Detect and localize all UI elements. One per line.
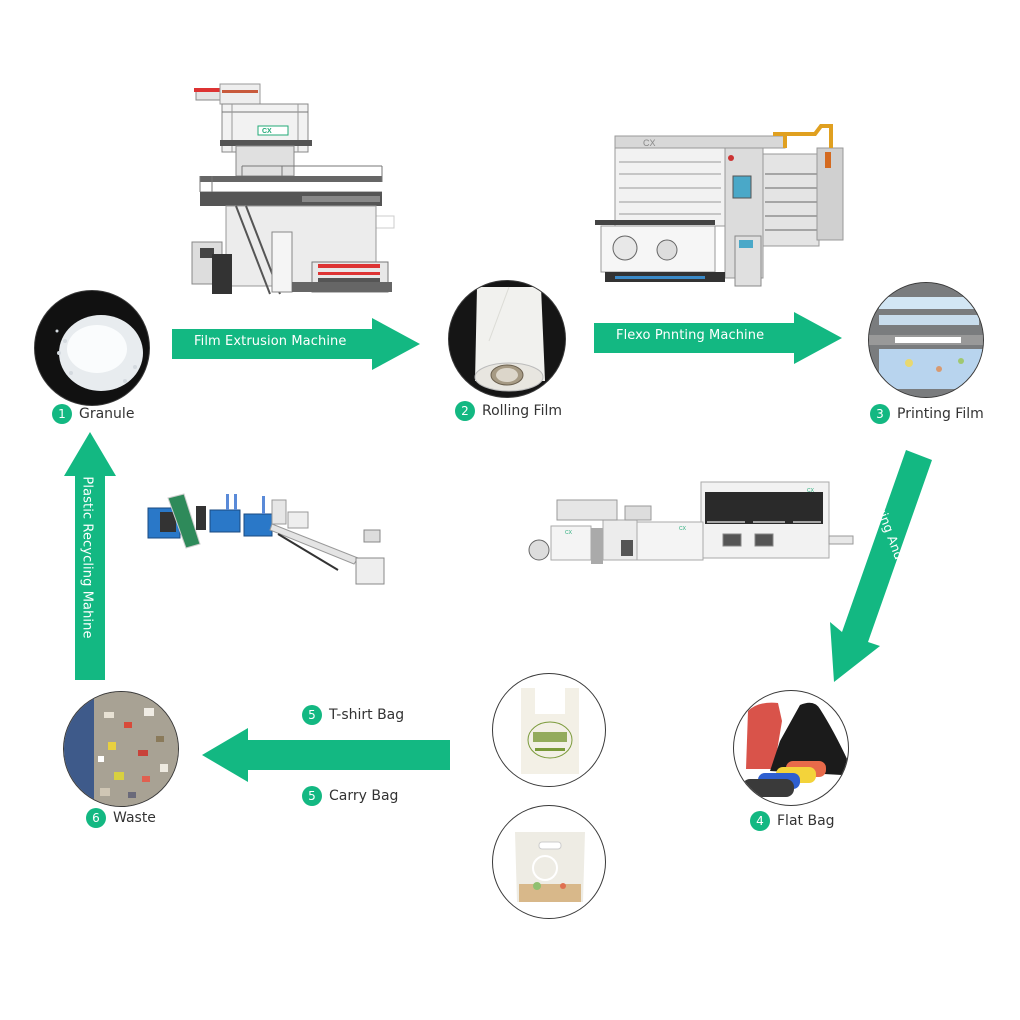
arrow-shape: [64, 432, 116, 680]
rolling-film-image: [448, 280, 566, 398]
stage-name: Printing Film: [897, 406, 984, 422]
flat-bag-image: [733, 690, 849, 806]
svg-text:CX: CX: [643, 138, 656, 148]
flexo-printing-arrow: Flexo Pnnting Machine: [594, 312, 842, 364]
stage-number-badge: 4: [750, 811, 770, 831]
waste-image: [63, 691, 179, 807]
stage-name: T-shirt Bag: [329, 707, 405, 723]
arrow-shape: [172, 318, 420, 370]
recycling-label: Plastic Recycling Mahine: [79, 476, 95, 639]
stage-label-waste: 6 Waste: [86, 808, 156, 828]
stage-label-granule: 1 Granule: [52, 404, 134, 424]
stage-label-rolling-film: 2 Rolling Film: [455, 401, 562, 421]
stage-label-carry-bag: 5 Carry Bag: [302, 786, 398, 806]
film-extrusion-arrow: Film Extrusion Machine: [172, 318, 420, 370]
recycling-machine-image: [138, 480, 388, 590]
recycling-arrow: Plastic Recycling Mahine: [64, 432, 116, 680]
t-shirt-bag-image: [492, 673, 606, 787]
arrow-shape: [830, 450, 932, 682]
stage-number-badge: 3: [870, 404, 890, 424]
stage-number-badge: 2: [455, 401, 475, 421]
stage-label-t-shirt-bag: 5 T-shirt Bag: [302, 705, 404, 725]
stage-number-badge: 5: [302, 786, 322, 806]
arrow-shape: [594, 312, 842, 364]
svg-text:CX: CX: [565, 530, 573, 536]
granule-image: [34, 290, 150, 406]
flexo-printing-machine-image: CX: [585, 118, 847, 296]
stage-name: Carry Bag: [329, 788, 399, 804]
stage-number-badge: 6: [86, 808, 106, 828]
film-extrusion-machine-image: CX CX: [182, 82, 410, 304]
stage-number-badge: 5: [302, 705, 322, 725]
arrow-shape: [202, 728, 450, 782]
bag-making-machine-image: CX CX CX: [517, 470, 857, 570]
stage-number-badge: 1: [52, 404, 72, 424]
carry-bag-image: [492, 805, 606, 919]
bag-making-arrow: Bag Making And Punch Machine: [826, 446, 941, 686]
stage-name: Rolling Film: [482, 403, 562, 419]
svg-text:CX: CX: [807, 488, 815, 494]
stage-label-printing-film: 3 Printing Film: [870, 404, 984, 424]
bag-to-waste-arrow: [202, 728, 450, 782]
stage-name: Flat Bag: [777, 813, 835, 829]
stage-name: Waste: [113, 810, 156, 826]
stage-name: Granule: [79, 406, 135, 422]
flexo-printing-label: Flexo Pnnting Machine: [616, 328, 765, 343]
printing-film-image: [868, 282, 984, 398]
svg-text:CX: CX: [679, 526, 687, 532]
stage-label-flat-bag: 4 Flat Bag: [750, 811, 835, 831]
film-extrusion-label: Film Extrusion Machine: [194, 334, 347, 349]
svg-text:CX: CX: [262, 128, 272, 135]
